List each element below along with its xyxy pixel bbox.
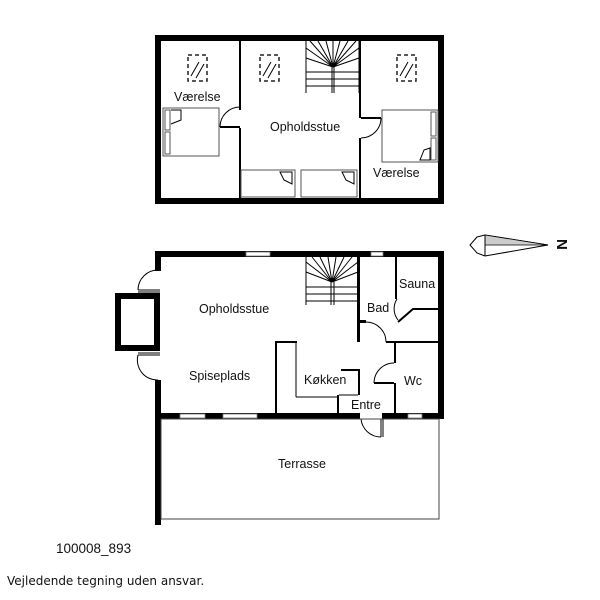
staircase-icon xyxy=(305,256,359,305)
bed-icon xyxy=(300,169,358,198)
skylight-icon xyxy=(259,54,280,82)
room-label-bedroom-left: Værelse xyxy=(174,90,221,104)
compass-label: N xyxy=(553,239,570,250)
ground-floor: Opholdsstue Spiseplads Køkken Entre Bad … xyxy=(115,251,444,525)
room-label-entrance: Entre xyxy=(351,398,381,412)
bed-icon xyxy=(162,107,220,157)
plan-id: 100008_893 xyxy=(56,541,132,556)
bed-icon xyxy=(240,169,296,198)
room-label-terrace: Terrasse xyxy=(278,457,326,471)
bed-icon xyxy=(381,109,439,163)
room-label-living: Opholdsstue xyxy=(199,302,269,316)
room-label-sauna: Sauna xyxy=(399,277,435,291)
north-arrow-icon: N xyxy=(469,234,570,257)
room-label-toilet: Wc xyxy=(404,374,422,388)
room-label-bedroom-right: Værelse xyxy=(373,166,420,180)
disclaimer: Vejledende tegning uden ansvar. xyxy=(7,574,205,588)
room-label-living-upper: Opholdsstue xyxy=(270,120,340,134)
room-label-dining: Spiseplads xyxy=(189,369,250,383)
staircase-icon xyxy=(305,40,360,93)
upper-floor: Værelse Opholdsstue Værelse xyxy=(155,35,444,204)
skylight-icon xyxy=(396,54,417,82)
room-label-bath: Bad xyxy=(367,301,389,315)
room-label-kitchen: Køkken xyxy=(304,373,346,387)
skylight-icon xyxy=(187,54,208,82)
